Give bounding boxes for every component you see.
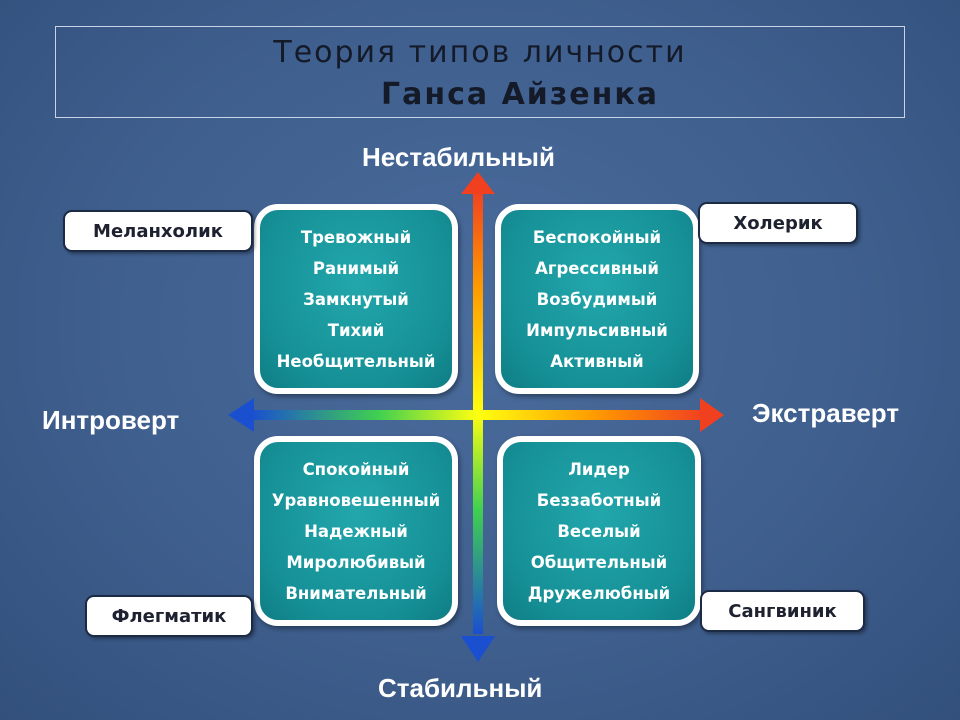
arrow-left-icon [228,398,254,432]
quadrant-bottom-right: Лидер Беззаботный Веселый Общительный Др… [497,436,701,626]
axis-label-bottom: Стабильный [378,673,543,703]
trait-item: Тревожный [300,227,412,247]
trait-item: Внимательный [285,583,427,603]
trait-item: Активный [550,351,644,371]
trait-item: Дружелюбный [527,583,671,603]
trait-item: Беззаботный [536,490,662,510]
trait-item: Миролюбивый [286,552,426,572]
trait-item: Лидер [568,459,630,479]
axis-label-top: Нестабильный [362,142,555,172]
trait-item: Тихий [327,320,385,340]
trait-item: Агрессивный [535,258,659,278]
horizontal-axis-shaft [252,410,704,420]
type-label-phlegmatic: Флегматик [85,595,253,637]
trait-item: Общительный [530,552,668,572]
title-box: Теория типов личности Ганса Айзенка [55,26,905,118]
type-label-melancholic: Меланхолик [63,210,253,252]
type-label-choleric: Холерик [698,202,858,244]
trait-item: Необщительный [276,351,436,371]
trait-item: Веселый [557,521,641,541]
trait-item: Надежный [304,521,408,541]
title-line-2: Ганса Айзенка [381,77,659,112]
axis-label-left: Интроверт [42,405,180,435]
quadrant-bottom-left: Спокойный Уравновешенный Надежный Миролю… [254,436,458,626]
quadrant-top-right: Беспокойный Агрессивный Возбудимый Импул… [495,204,699,394]
trait-item: Беспокойный [532,227,662,247]
axis-label-right: Экстраверт [752,398,900,428]
trait-item: Ранимый [312,258,400,278]
trait-item: Замкнутый [303,289,409,309]
type-label-sanguine: Сангвиник [700,590,865,632]
trait-item: Возбудимый [536,289,658,309]
arrow-up-icon [461,172,495,194]
trait-item: Импульсивный [526,320,668,340]
trait-item: Спокойный [302,459,410,479]
quadrant-top-left: Тревожный Ранимый Замкнутый Тихий Необщи… [254,204,458,394]
arrow-right-icon [700,398,724,432]
arrow-down-icon [461,636,495,662]
title-line-1: Теория типов личности [273,35,687,70]
trait-item: Уравновешенный [271,490,441,510]
